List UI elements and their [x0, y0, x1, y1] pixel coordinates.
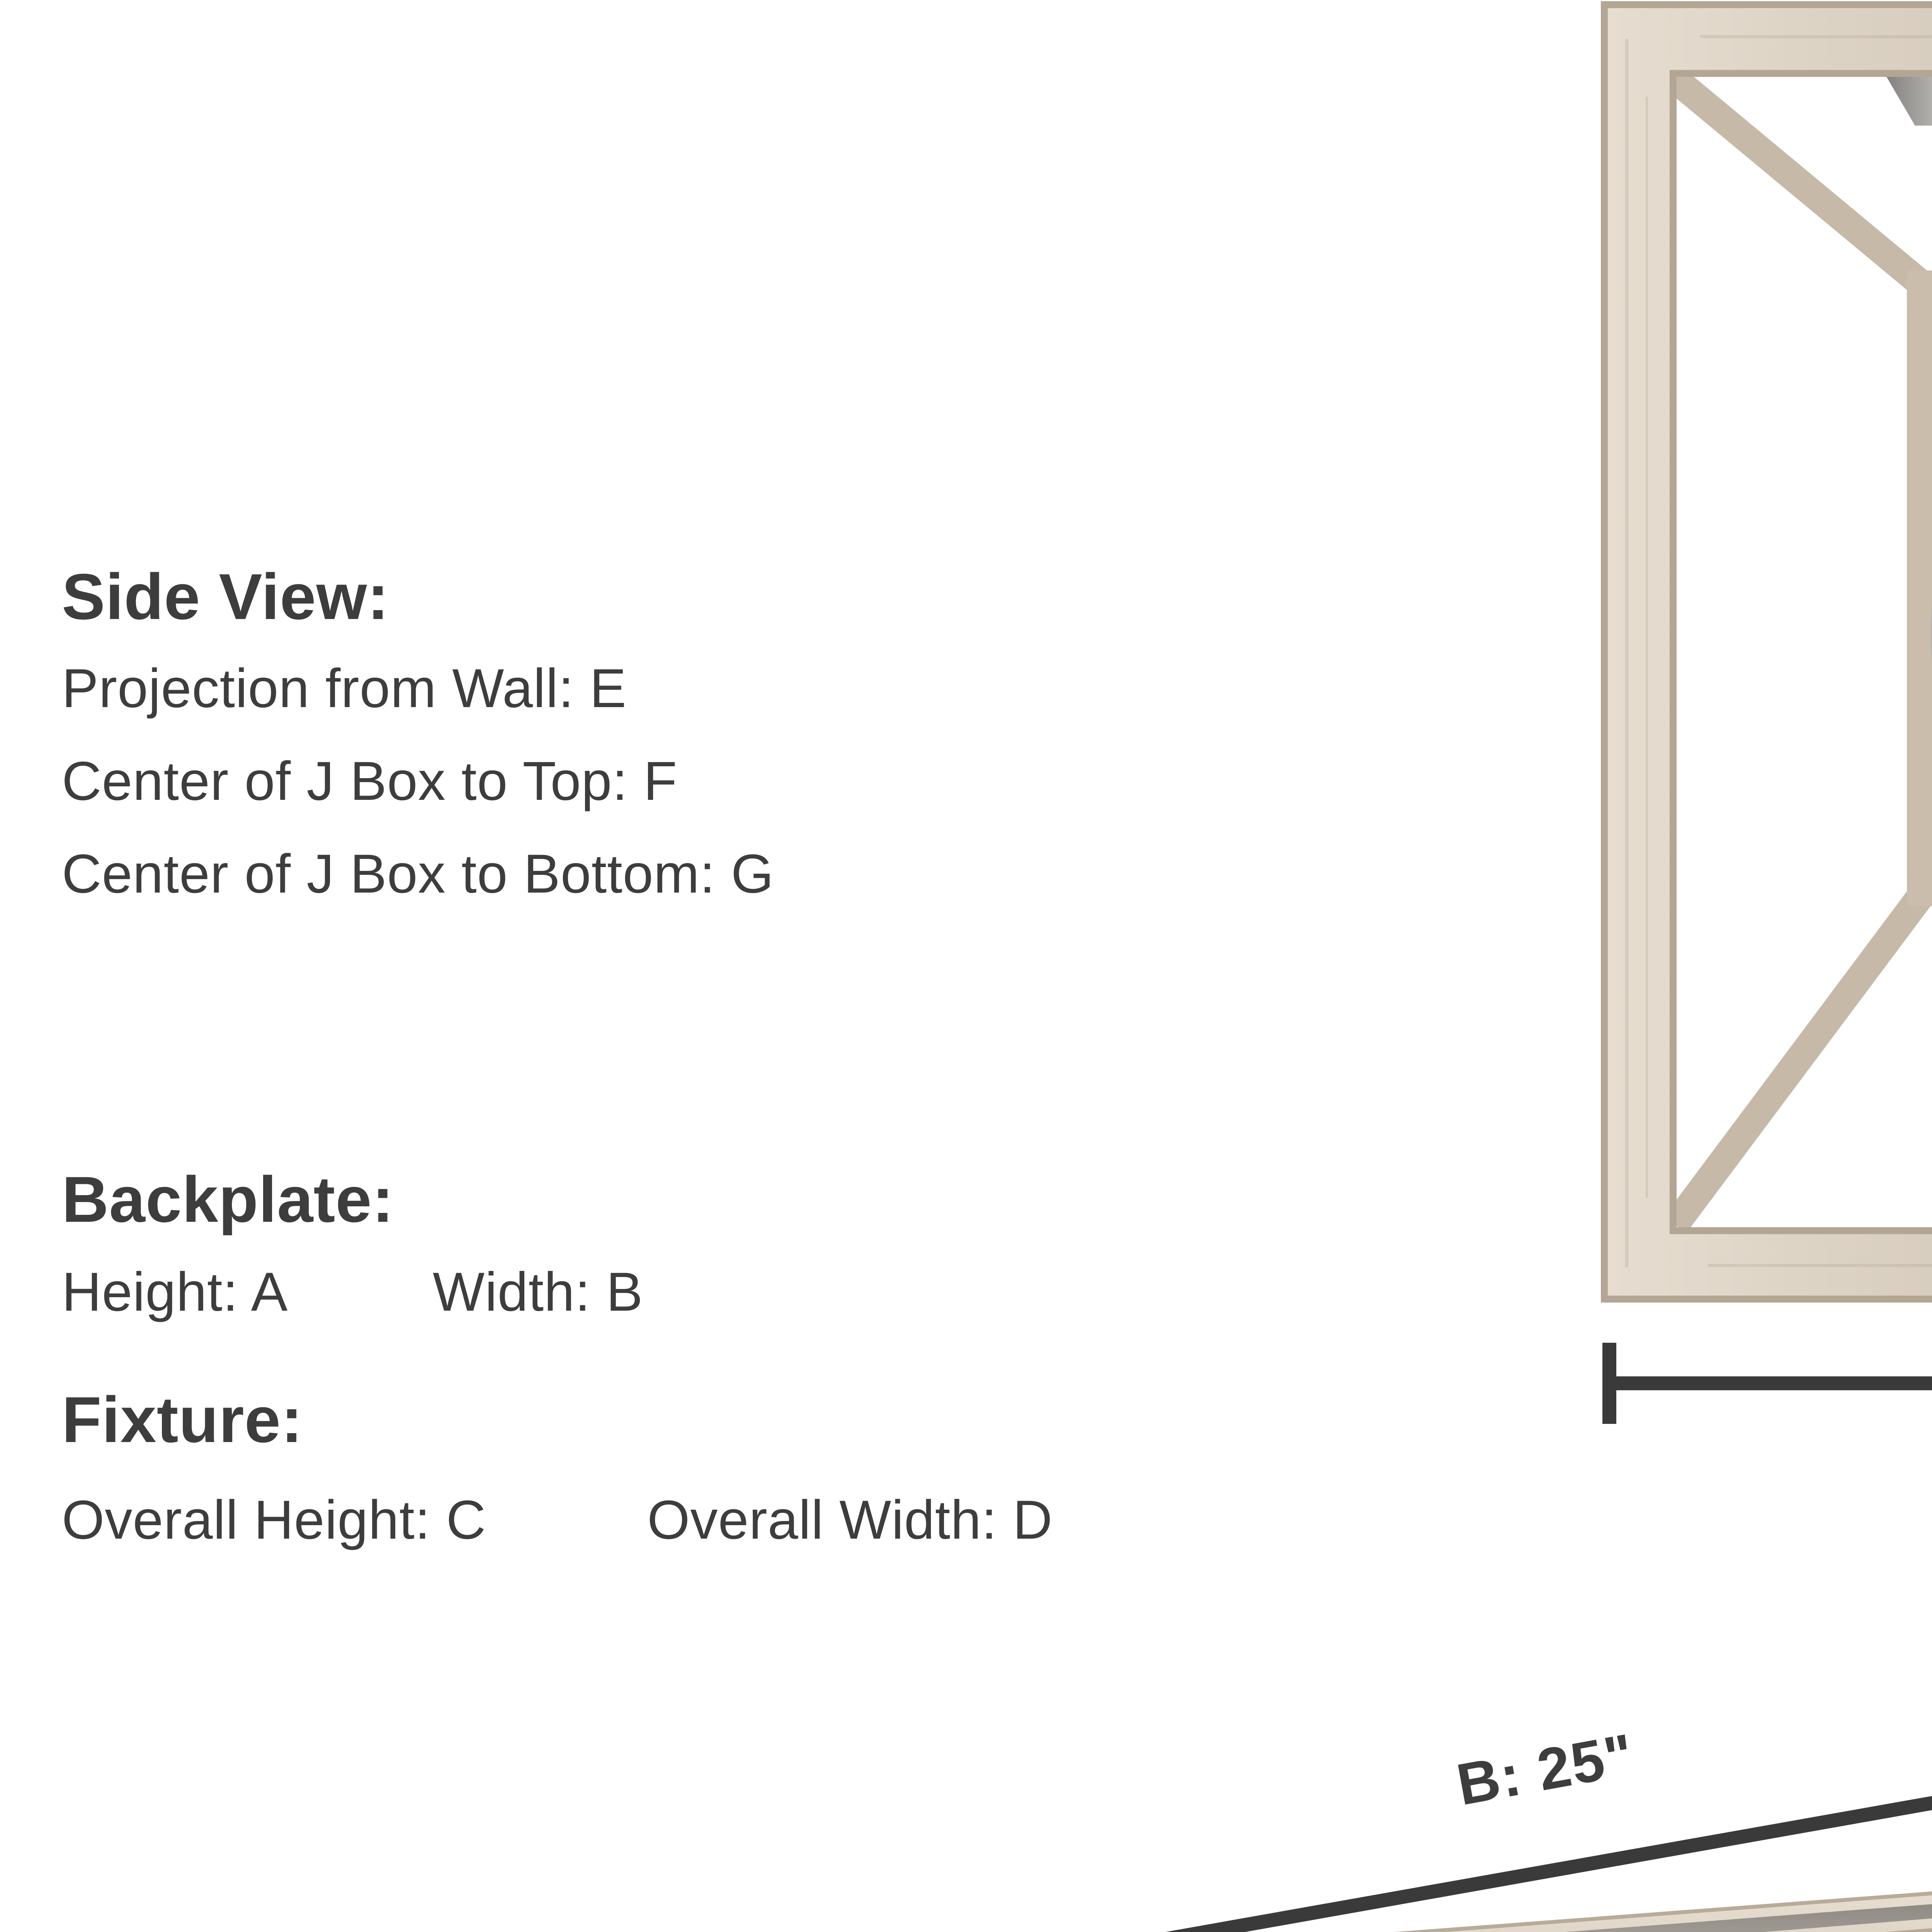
side-view-line-jbox-top: Center of J Box to Top: F [62, 750, 678, 812]
dimension-line-e [1602, 1343, 1932, 1424]
side-view-line-jbox-bottom: Center of J Box to Bottom: G [62, 843, 774, 905]
backplate-title: Backplate: [62, 1163, 394, 1236]
side-view-line-projection: Projection from Wall: E [62, 658, 627, 719]
backplate-height-label: Height: A [62, 1261, 288, 1323]
dimension-line-b [1165, 1796, 1932, 1932]
back-left-rail [1907, 270, 1932, 906]
fixture-title: Fixture: [62, 1383, 303, 1456]
fixture-width-label: Overall Width: D [647, 1489, 1053, 1551]
vanity-light-illustration [1394, 1891, 1932, 1932]
dimension-lines-top [1602, 1343, 1932, 1424]
sconce-wood-frame [1601, 1, 1932, 1303]
vanity-front-frame [1885, 1928, 1932, 1932]
dimension-lines-bottom [1165, 1796, 1932, 1932]
side-view-title: Side View: [62, 560, 389, 633]
backplate-width-label: Width: B [433, 1261, 643, 1323]
side-view-illustration [1601, 1, 1932, 1303]
fixture-height-label: Overall Height: C [62, 1489, 486, 1551]
wood-grain [1625, 35, 1932, 1267]
